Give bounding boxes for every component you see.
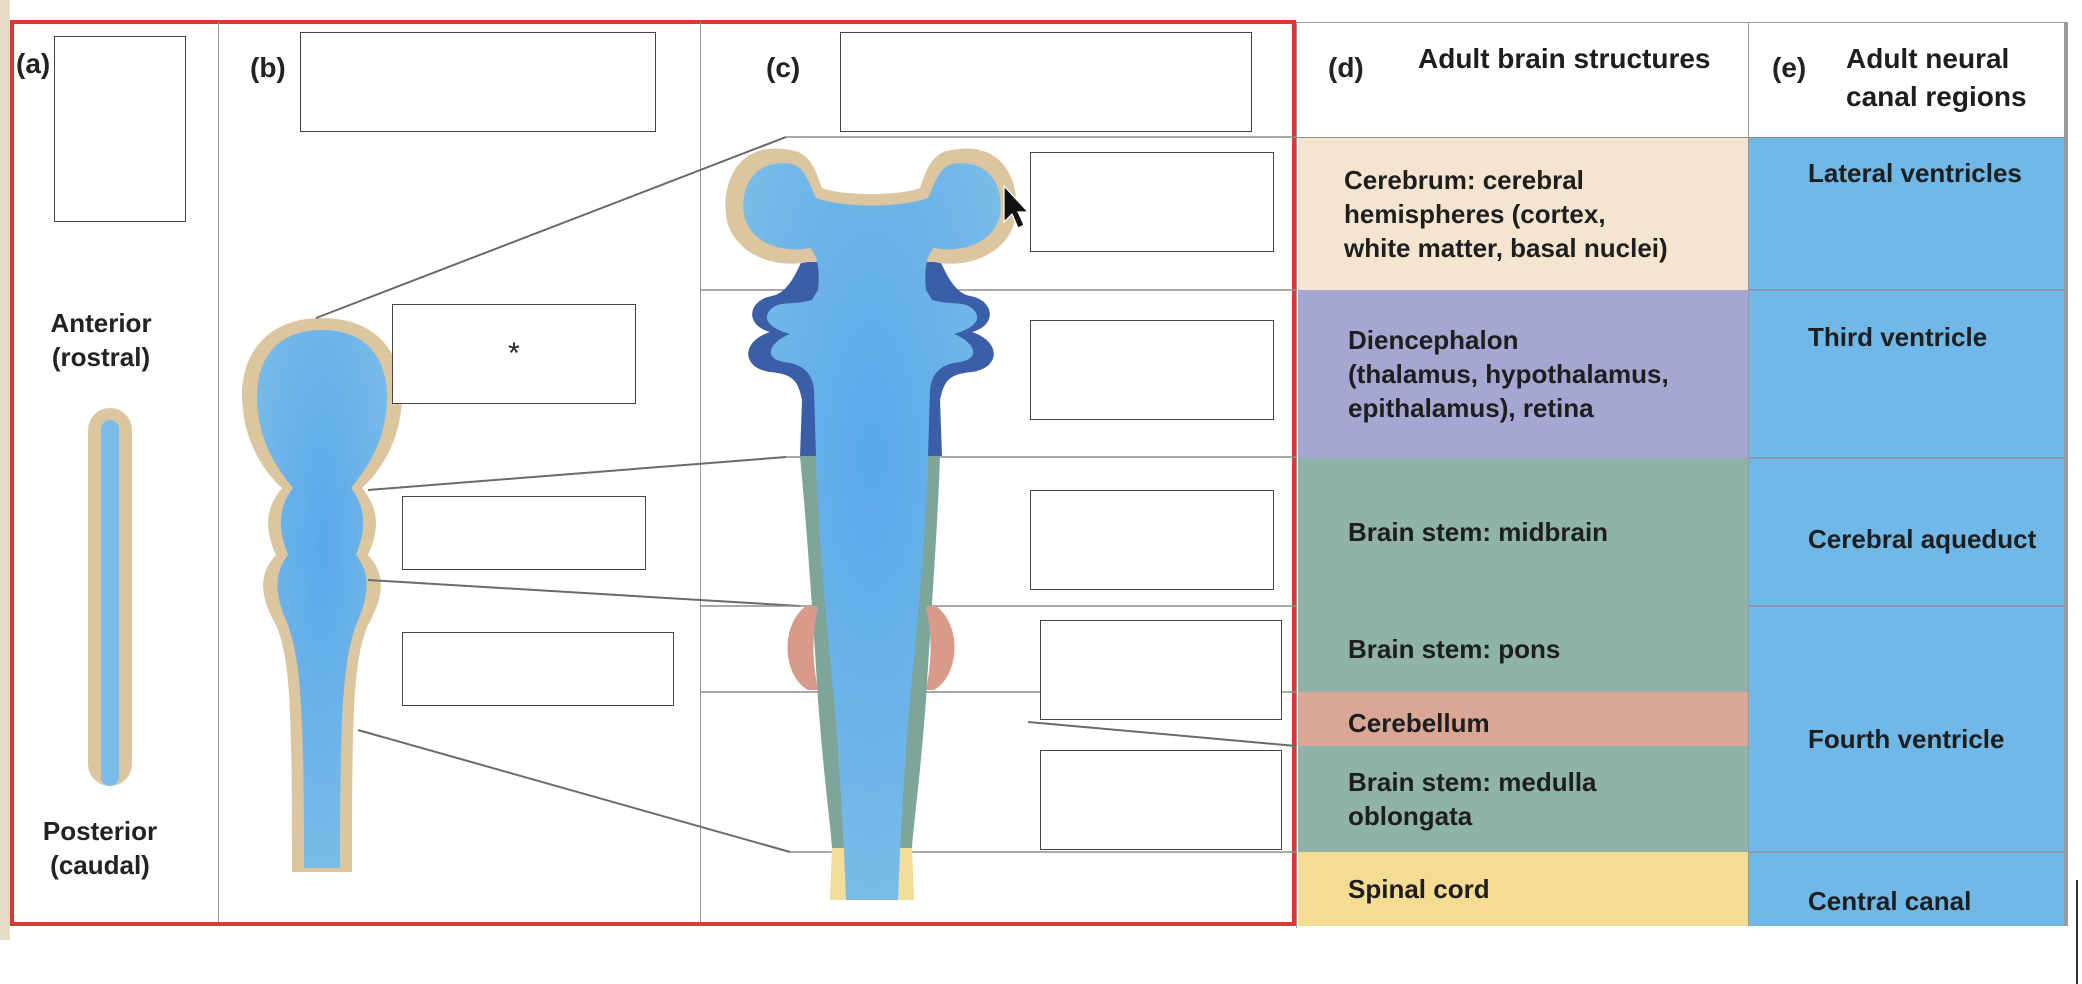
canal-divider-4 <box>1749 851 2064 853</box>
divider-d-e <box>1748 22 1749 926</box>
structure-cerebellum: Cerebellum <box>1298 692 1748 746</box>
canal-third-ventricle: Third ventricle <box>1808 322 1988 352</box>
structure-spinal-cord-label: Spinal cord <box>1348 874 1490 904</box>
structure-midbrain-label: Brain stem: midbrain <box>1348 517 1609 547</box>
structure-spinal-cord: Spinal cord <box>1298 852 1748 926</box>
answer-box-b-prosencephalon[interactable]: * <box>392 304 636 404</box>
answer-box-b-rhombencephalon[interactable] <box>402 632 674 706</box>
structure-medulla: Brain stem: medulla oblongata <box>1298 746 1748 852</box>
answer-box-b-mesencephalon[interactable] <box>402 496 646 570</box>
canal-cerebral-aqueduct: Cerebral aqueduct <box>1808 524 2037 554</box>
canal-divider-2 <box>1749 457 2064 459</box>
structure-pons: Brain stem: pons <box>1298 606 1748 692</box>
structure-diencephalon: Diencephalon (thalamus, hypothalamus, ep… <box>1298 290 1748 458</box>
right-edge-bar <box>2064 22 2068 926</box>
panel-letter-b: (b) <box>250 52 286 83</box>
structure-cerebrum-label: Cerebrum: cerebral hemispheres (cortex, … <box>1344 165 1668 263</box>
header-adult-brain-structures: Adult brain structures <box>1418 43 1711 74</box>
canal-lateral-ventricles: Lateral ventricles <box>1808 158 2022 188</box>
divider-c-d <box>1296 22 1297 928</box>
mouse-cursor <box>1003 184 1030 229</box>
divider-a-b <box>218 22 219 922</box>
answer-box-c-diencephalon[interactable] <box>1030 320 1274 420</box>
answer-box-c-mesencephalon[interactable] <box>1030 490 1274 590</box>
canal-central-canal: Central canal <box>1808 886 1972 916</box>
neural-tube-a <box>88 408 132 786</box>
structure-cerebrum: Cerebrum: cerebral hemispheres (cortex, … <box>1298 138 1748 290</box>
canal-divider-1 <box>1749 289 2064 291</box>
label-posterior: Posterior (caudal) <box>42 816 158 880</box>
divider-b-c <box>700 22 701 922</box>
panel-letter-d: (d) <box>1328 52 1364 83</box>
connector-lines <box>315 136 1297 853</box>
panel-letter-e: (e) <box>1772 52 1807 83</box>
asterisk-marker: * <box>508 337 520 370</box>
panel-letter-c: (c) <box>766 52 801 83</box>
label-anterior: Anterior (rostral) <box>50 308 152 372</box>
vesicle-stage-b <box>241 318 403 872</box>
answer-box-c-metencephalon[interactable] <box>1040 620 1282 720</box>
answer-region-frame <box>10 20 1296 926</box>
canal-fourth-ventricle: Fourth ventricle <box>1808 724 2005 754</box>
structure-cerebellum-label: Cerebellum <box>1348 708 1490 738</box>
right-scroll-line <box>2076 880 2078 984</box>
canal-divider-3 <box>1749 605 2064 607</box>
answer-box-c-myelencephalon[interactable] <box>1040 750 1282 850</box>
structure-medulla-label: Brain stem: medulla oblongata <box>1348 767 1597 831</box>
answer-box-a[interactable] <box>54 36 186 222</box>
structure-midbrain: Brain stem: midbrain <box>1298 458 1748 606</box>
top-border-de <box>1296 22 2066 23</box>
structure-pons-label: Brain stem: pons <box>1348 634 1561 664</box>
brain-five-vesicle-c <box>725 148 1017 901</box>
neural-tube-diagram <box>88 136 1297 901</box>
left-edge-strip <box>0 0 10 940</box>
panel-letter-a: (a) <box>16 48 51 79</box>
structure-diencephalon-label: Diencephalon (thalamus, hypothalamus, ep… <box>1348 325 1669 423</box>
header-bottom-line <box>1296 137 2066 138</box>
answer-box-c-top[interactable] <box>840 32 1252 132</box>
canal-column-bg <box>1749 138 2064 926</box>
header-adult-neural-canal: Adult neural canal regions <box>1846 43 2027 112</box>
answer-box-c-telencephalon[interactable] <box>1030 152 1274 252</box>
answer-box-b-top[interactable] <box>300 32 656 132</box>
